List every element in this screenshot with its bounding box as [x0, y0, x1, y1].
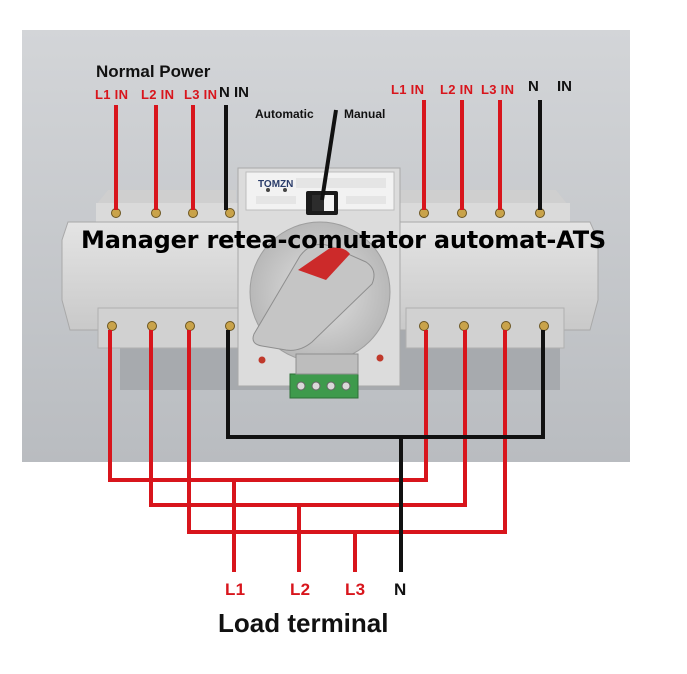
load-n-label: N [394, 580, 407, 599]
automatic-mode-label: Automatic [255, 107, 314, 121]
backup-in-label: IN [557, 78, 572, 95]
indicator-led-right [376, 354, 384, 362]
manual-mode-label: Manual [344, 107, 386, 121]
normal-power-input-wires [114, 105, 228, 210]
load-l2-label: L2 [290, 580, 311, 599]
bottom-terminal-strip-left [97, 307, 243, 349]
device-brand: TOMZN [258, 179, 293, 190]
top-terminal-strip-right [398, 190, 570, 223]
top-terminal-strip-left [96, 190, 242, 223]
page-title: Manager retea-comutator automat-ATS [81, 226, 606, 254]
indicator-led-left [258, 356, 266, 364]
load-l1-label: L1 [225, 580, 246, 599]
top-terminal-screws [111, 208, 545, 218]
control-terminal-block [289, 373, 359, 399]
normal-n-in-label: N IN [219, 84, 249, 101]
normal-power-heading: Normal Power [96, 62, 211, 81]
backup-n-label: N [528, 78, 539, 95]
load-output-wires [108, 330, 545, 572]
backup-l3-in-label: L3 IN [481, 82, 515, 97]
mode-pointer-line [320, 109, 338, 201]
backup-l1-in-label: L1 IN [391, 82, 425, 97]
backup-power-input-wires [422, 100, 542, 210]
normal-l3-in-label: L3 IN [184, 87, 218, 102]
load-terminal-caption: Load terminal [218, 608, 389, 638]
bottom-terminal-strip-right [405, 307, 565, 349]
normal-l2-in-label: L2 IN [141, 87, 175, 102]
backup-l2-in-label: L2 IN [440, 82, 474, 97]
normal-l1-in-label: L1 IN [95, 87, 129, 102]
load-l3-label: L3 [345, 580, 366, 599]
rotary-handle[interactable] [252, 243, 375, 351]
